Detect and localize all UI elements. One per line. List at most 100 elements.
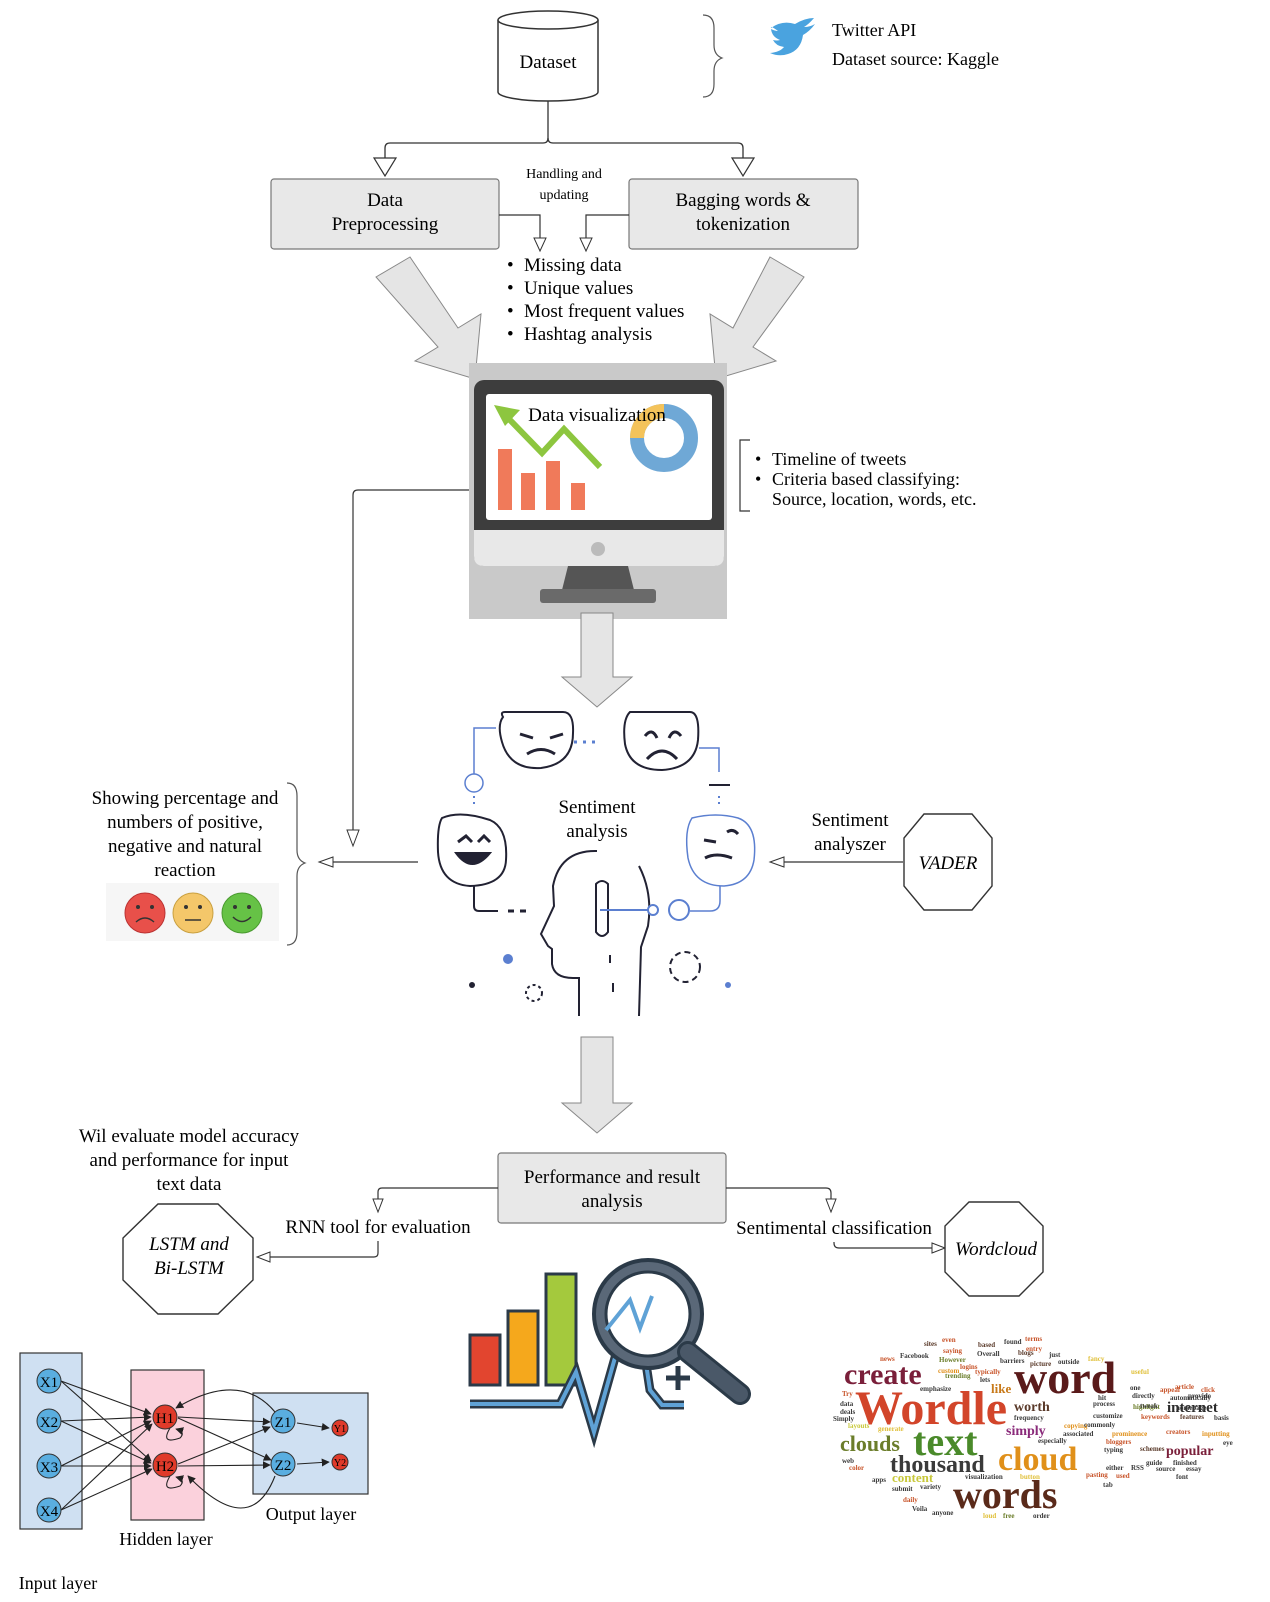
cloud-word: RSS [1131,1464,1144,1472]
chart-bar-icon [571,483,585,510]
hidden-layer-box [130,1369,205,1521]
timeline-bullet: • [755,449,761,469]
connector-sentimental-to-wordcloud [833,1242,934,1249]
connector-bagging-to-list [585,214,629,240]
cloud-word: apps [872,1476,886,1484]
showing-line: Showing percentage and [92,788,279,809]
cloud-word: simply [1006,1424,1046,1439]
handling-line2: updating [540,188,589,203]
input-node: X4 [36,1497,62,1523]
timeline-bullet: • [755,469,761,489]
input-node: X2 [36,1408,62,1434]
timeline-item: Timeline of tweets [772,449,906,469]
sentiment-line1: Sentiment [558,797,636,818]
hidden-node: H1 [152,1404,178,1430]
z-node: Z2 [270,1451,296,1477]
analysis-list: • Missing data • Unique values • Most fr… [507,255,684,345]
cloud-word: prominence [1112,1430,1147,1438]
cloud-word: blogs [1018,1349,1034,1357]
cloud-word: copying [1064,1422,1088,1430]
showing-line: negative and natural [108,836,262,857]
cloud-word: sites [924,1340,937,1348]
cloud-word: features [1180,1413,1204,1421]
dataset-label: Dataset [520,52,578,73]
cloud-word: creators [1166,1428,1191,1436]
timeline-item: Criteria based classifying: [772,469,960,489]
cloud-word: frequency [1014,1414,1044,1422]
cloud-word: finished [1173,1459,1197,1467]
dataset-cylinder: Dataset [497,10,599,102]
cloud-word: either [1106,1464,1124,1472]
cloud-word: found [1004,1338,1022,1346]
wordcloud-octagon: Wordcloud [944,1201,1044,1297]
cloud-word: worth [1014,1400,1050,1415]
cloud-word: directly [1132,1392,1155,1400]
cloud-word: saying [943,1347,963,1355]
showing-brace [286,782,307,946]
neutral-face-icon [172,892,214,934]
donut-chart-icon [630,404,698,472]
cloud-word: one [1130,1384,1141,1392]
cloud-word: layouts [848,1422,870,1430]
cloud-word: customize [1093,1412,1123,1420]
cloud-word: like [991,1381,1011,1396]
cloud-word: even [942,1336,956,1344]
node-label: H1 [156,1411,174,1427]
analysis-bullet: • [507,324,514,345]
cloud-word: web [842,1457,854,1465]
timeline-item-cont: Source, location, words, etc. [772,489,976,509]
cloud-word: Wordle [855,1382,1007,1435]
arrowhead-to-bagging [730,157,756,178]
sentiment-illustration [436,711,756,1017]
source-brace [702,14,724,98]
cloud-word: entry [1026,1345,1042,1353]
cloud-word: word [1014,1352,1117,1403]
cloud-word: inputting [1202,1430,1230,1438]
cloud-word: generate [878,1425,904,1433]
input-layer-label: Input layer [19,1573,97,1593]
cloud-word: lets [980,1376,990,1384]
cloud-word: clouds [840,1431,900,1456]
y-node: Y1 [331,1419,349,1437]
chart-bar-icon [546,461,560,510]
lstm-line2: Bi-LSTM [154,1258,225,1279]
sentimental-label: Sentimental classification [736,1218,932,1239]
big-arrow-right [709,256,805,380]
big-arrow-left [375,256,482,380]
arrowhead-pre-list [533,237,547,253]
analysis-item: Unique values [524,278,633,299]
cloud-word: news [880,1355,895,1363]
connector-preprocessing-to-list [499,214,541,240]
vader-octagon: VADER [903,813,993,911]
preprocessing-box: Data Preprocessing [270,178,500,250]
cloud-word: useful [1131,1368,1149,1376]
big-arrow-down-2 [560,1036,634,1134]
node-label: X1 [40,1375,58,1391]
cloud-word: provide [1188,1392,1211,1400]
node-label: Z1 [275,1415,292,1431]
cloud-word: Try [842,1390,853,1398]
cloud-word: cloud [998,1441,1077,1478]
cloud-word: tweak [1140,1402,1158,1410]
connector-rnn-to-lstm [268,1241,379,1258]
evaluate-line: and performance for input [90,1150,290,1171]
preprocessing-line1: Data [367,190,403,211]
cloud-word: daily [903,1496,918,1504]
arrowhead-to-preprocessing [372,157,398,178]
hidden-layer-label: Hidden layer [119,1529,212,1549]
cloud-word: typically [975,1368,1001,1376]
twitter-bird-icon [770,18,815,56]
cloud-word: color [849,1464,864,1472]
cloud-word: commonly [1084,1421,1116,1429]
cloud-word: pasting [1086,1471,1108,1479]
arrowhead-rnn-down [372,1198,384,1214]
evaluate-line: Wil evaluate model accuracy [79,1126,300,1147]
cloud-word: outside [1058,1358,1079,1366]
source-api-text: Twitter API [832,20,916,40]
performance-line1: Performance and result [524,1167,701,1188]
cloud-word: button [1020,1473,1040,1481]
output-layer-label: Output layer [266,1504,356,1524]
cloud-word: trending [945,1372,971,1380]
connector-performance-to-rnn [377,1187,498,1200]
cloud-word: terms [1025,1335,1042,1343]
